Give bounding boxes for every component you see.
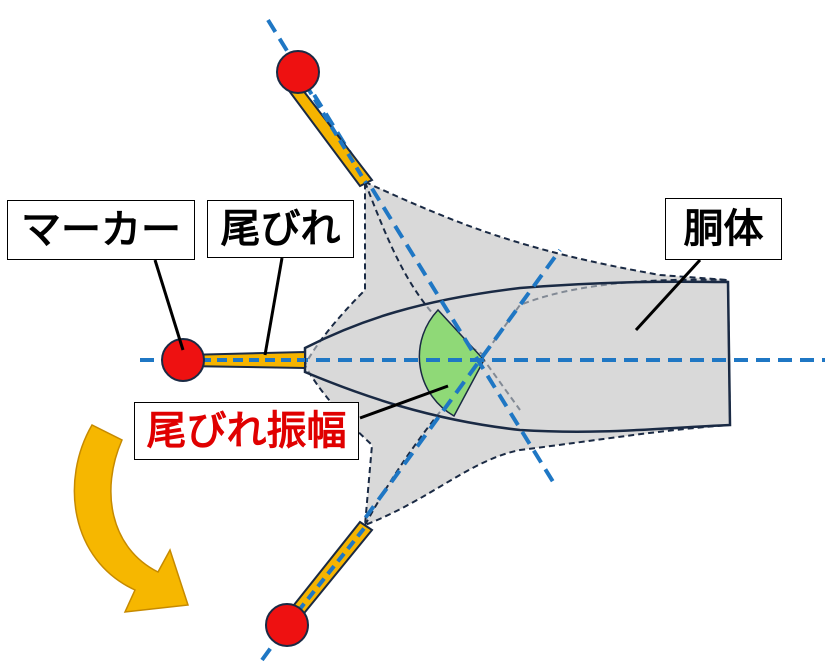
tail-fin-amplitude-label: 尾びれ振幅: [134, 402, 359, 460]
body-outline: [303, 280, 732, 433]
lower-fin-axis-line: [260, 248, 562, 662]
swing-direction-arrow-icon: [73, 424, 189, 613]
body-label: 胴体: [665, 198, 782, 260]
lower-fin-axis-overlay: [286, 524, 368, 626]
body-leader-line: [634, 258, 702, 332]
marker-leader-line: [153, 259, 185, 351]
amplitude-leader-line: [359, 384, 449, 420]
marker-upper: [276, 50, 320, 94]
marker-lower: [265, 603, 309, 647]
upper-fin-axis-line: [266, 18, 557, 487]
marker-center: [161, 338, 205, 382]
lower-swung-body-outline: [364, 358, 521, 526]
tail-fin-label: 尾びれ: [207, 200, 354, 258]
tail-fin-leader-line: [263, 257, 284, 356]
marker-label: マーカー: [7, 200, 195, 260]
